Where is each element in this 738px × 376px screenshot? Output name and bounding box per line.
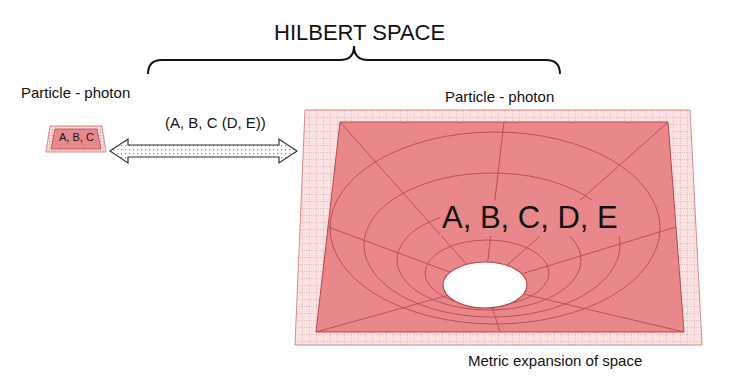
plane-heading: Particle - photon bbox=[445, 88, 554, 105]
arrow-label: (A, B, C (D, E)) bbox=[165, 114, 266, 131]
plane-content: A, B, C, D, E bbox=[440, 200, 620, 236]
spacetime-plane-large: Particle - photonA, B, C, D, E bbox=[295, 110, 702, 347]
arrow-fill bbox=[110, 139, 297, 163]
particle-plane-small: Particle - photonA, B, C bbox=[46, 126, 106, 152]
curly-bracket bbox=[148, 46, 560, 74]
plane-heading: Particle - photon bbox=[21, 84, 130, 101]
diagram-title: HILBERT SPACE bbox=[274, 20, 445, 45]
caption-label: Metric expansion of space bbox=[468, 352, 642, 369]
plane-content: A, B, C bbox=[57, 131, 96, 144]
arrow-outline bbox=[110, 139, 297, 163]
double-block-arrow bbox=[110, 139, 297, 163]
